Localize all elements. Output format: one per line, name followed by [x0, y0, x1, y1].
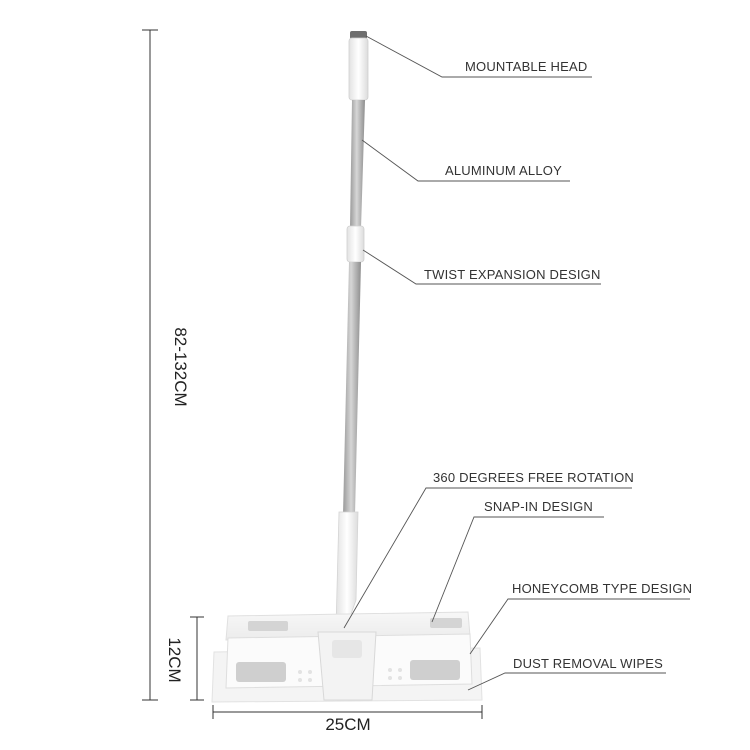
label-dust-wipes: DUST REMOVAL WIPES — [513, 656, 663, 671]
leader-mountable-head — [365, 35, 592, 78]
height-dimension-label: 82-132CM — [171, 327, 190, 407]
label-snap-in: SNAP-IN DESIGN — [484, 499, 593, 514]
leader-snap-in — [431, 516, 604, 623]
leader-honeycomb — [469, 598, 690, 655]
leader-twist-expansion — [362, 249, 601, 285]
leader-rotation — [343, 487, 632, 629]
head-height-dimension-line — [190, 616, 204, 701]
label-rotation: 360 DEGREES FREE ROTATION — [433, 470, 635, 485]
leader-aluminum-alloy — [361, 139, 570, 182]
label-honeycomb: HONEYCOMB TYPE DESIGN — [512, 581, 693, 596]
callout-leaders — [343, 35, 690, 691]
head-width-dimension-line — [212, 705, 483, 719]
mop-pole — [329, 31, 369, 641]
head-width-dimension-label: 25CM — [325, 715, 371, 734]
label-mountable-head: MOUNTABLE HEAD — [465, 59, 588, 74]
leader-dust-wipes — [467, 672, 666, 691]
head-height-dimension-label: 12CM — [165, 637, 184, 683]
label-aluminum-alloy: ALUMINUM ALLOY — [445, 163, 562, 178]
mop-head — [211, 611, 483, 703]
height-dimension-line — [142, 29, 158, 701]
label-twist-expansion: TWIST EXPANSION DESIGN — [424, 267, 601, 282]
